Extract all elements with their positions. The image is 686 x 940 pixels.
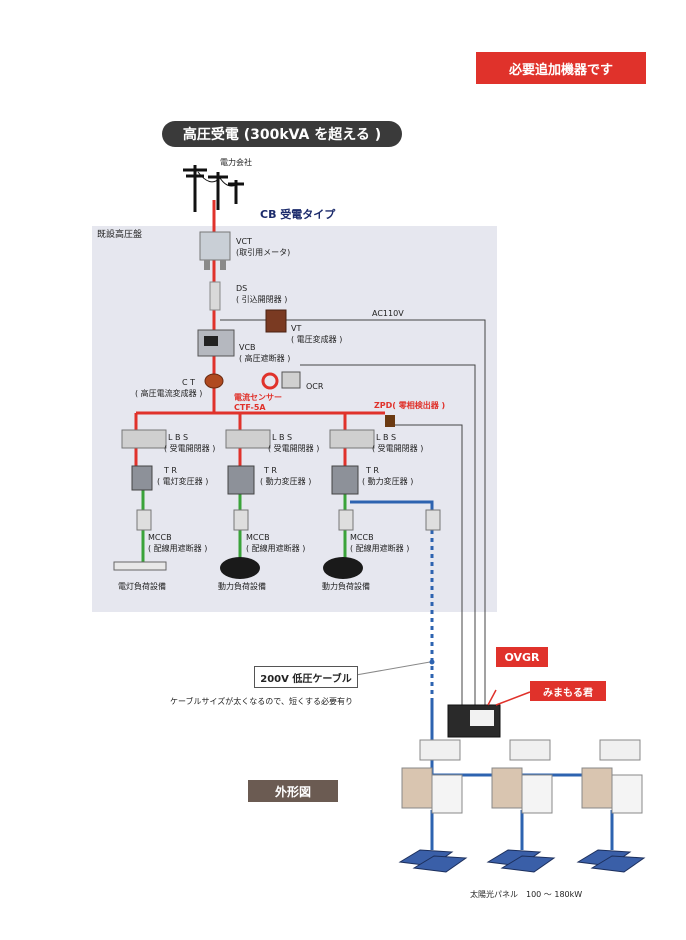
solar-panel-icons	[398, 849, 646, 873]
tr-label-1: T R	[164, 466, 177, 475]
tr-label-3: T R	[366, 466, 379, 475]
current-sensor-icon	[261, 372, 279, 390]
mccb-desc-1: ( 配線用遮断器 )	[148, 544, 208, 553]
cable-label: 200V 低圧ケーブル	[254, 666, 358, 688]
mccb-label-1: MCCB	[148, 533, 172, 542]
transformer-icons	[131, 465, 359, 495]
ct-label: C T	[182, 378, 196, 387]
vt-label: VT	[291, 324, 302, 333]
solar-lines	[350, 500, 614, 850]
page-title: 高圧受電 (300kVA を超える )	[162, 121, 402, 147]
lbs-label-3: L B S	[376, 433, 397, 442]
motor-load-icon-2	[323, 557, 363, 579]
power-company-label: 電力会社	[220, 158, 252, 167]
lbs-desc-3: ( 受電開閉器 )	[372, 444, 424, 453]
ds-label: DS	[236, 284, 248, 293]
tr-desc-3: ( 動力変圧器 )	[362, 477, 414, 486]
mccb-desc-3: ( 配線用遮断器 )	[350, 544, 410, 553]
ct-desc: ( 高圧電流変成器 )	[135, 389, 203, 398]
tr-desc-2: ( 動力変圧器 )	[260, 477, 312, 486]
lbs-label-2: L B S	[272, 433, 293, 442]
zpd-icon	[385, 415, 395, 427]
exterior-label: 外形図	[248, 780, 338, 802]
lbs-label-1: L B S	[168, 433, 189, 442]
vt-desc: ( 電圧変成器 )	[291, 335, 343, 344]
ac110v-label: AC110V	[372, 309, 404, 318]
zpd-label: ZPD( 零相検出器 )	[374, 401, 446, 410]
lbs-icons	[121, 429, 375, 449]
existing-hv-panel	[92, 226, 497, 612]
ds-desc: ( 引込開閉器 )	[236, 295, 288, 304]
lbs-desc-1: ( 受電開閉器 )	[164, 444, 216, 453]
panel-label: 既設高圧盤	[97, 230, 143, 240]
lighting-load-icon	[113, 561, 167, 571]
vct-desc: (取引用メータ)	[236, 248, 291, 257]
lbs-desc-2: ( 受電開閉器 )	[268, 444, 320, 453]
signal-wires	[220, 319, 486, 705]
tr-desc-1: ( 電灯変圧器 )	[157, 477, 209, 486]
sensor-model: CTF-5A	[234, 403, 266, 412]
mccb-icons	[136, 509, 441, 531]
cable-note: ケーブルサイズが太くなるので、短くする必要有り	[170, 697, 353, 706]
vcb-label: VCB	[239, 343, 256, 352]
load-label-3: 動力負荷設備	[322, 582, 370, 591]
ovgr-badge: OVGR	[496, 647, 548, 667]
mccb-desc-2: ( 配線用遮断器 )	[246, 544, 306, 553]
required-equipment-badge: 必要追加機器です	[476, 52, 646, 84]
vt-icon	[265, 309, 287, 333]
mccb-label-3: MCCB	[350, 533, 374, 542]
mimamoru-badge: みまもる君	[530, 681, 606, 701]
pcs-units	[401, 739, 643, 814]
mccb-label-2: MCCB	[246, 533, 270, 542]
ocr-label: OCR	[306, 382, 324, 391]
sensor-label: 電流センサー	[234, 393, 282, 402]
solar-label: 太陽光パネル 100 ～ 180kW	[470, 890, 583, 899]
vct-icon	[199, 231, 231, 261]
ocr-icon	[281, 371, 301, 389]
vct-label: VCT	[236, 237, 252, 246]
tr-label-2: T R	[264, 466, 277, 475]
load-label-2: 動力負荷設備	[218, 582, 266, 591]
ds-icon	[209, 281, 221, 311]
vcb-desc: ( 高圧遮断器 )	[239, 354, 291, 363]
cb-type-label: CB 受電タイプ	[260, 208, 336, 221]
load-label-1: 電灯負荷設備	[118, 582, 166, 591]
ct-icon	[204, 373, 224, 389]
motor-load-icon	[220, 557, 260, 579]
utility-pole-icon	[183, 165, 244, 212]
